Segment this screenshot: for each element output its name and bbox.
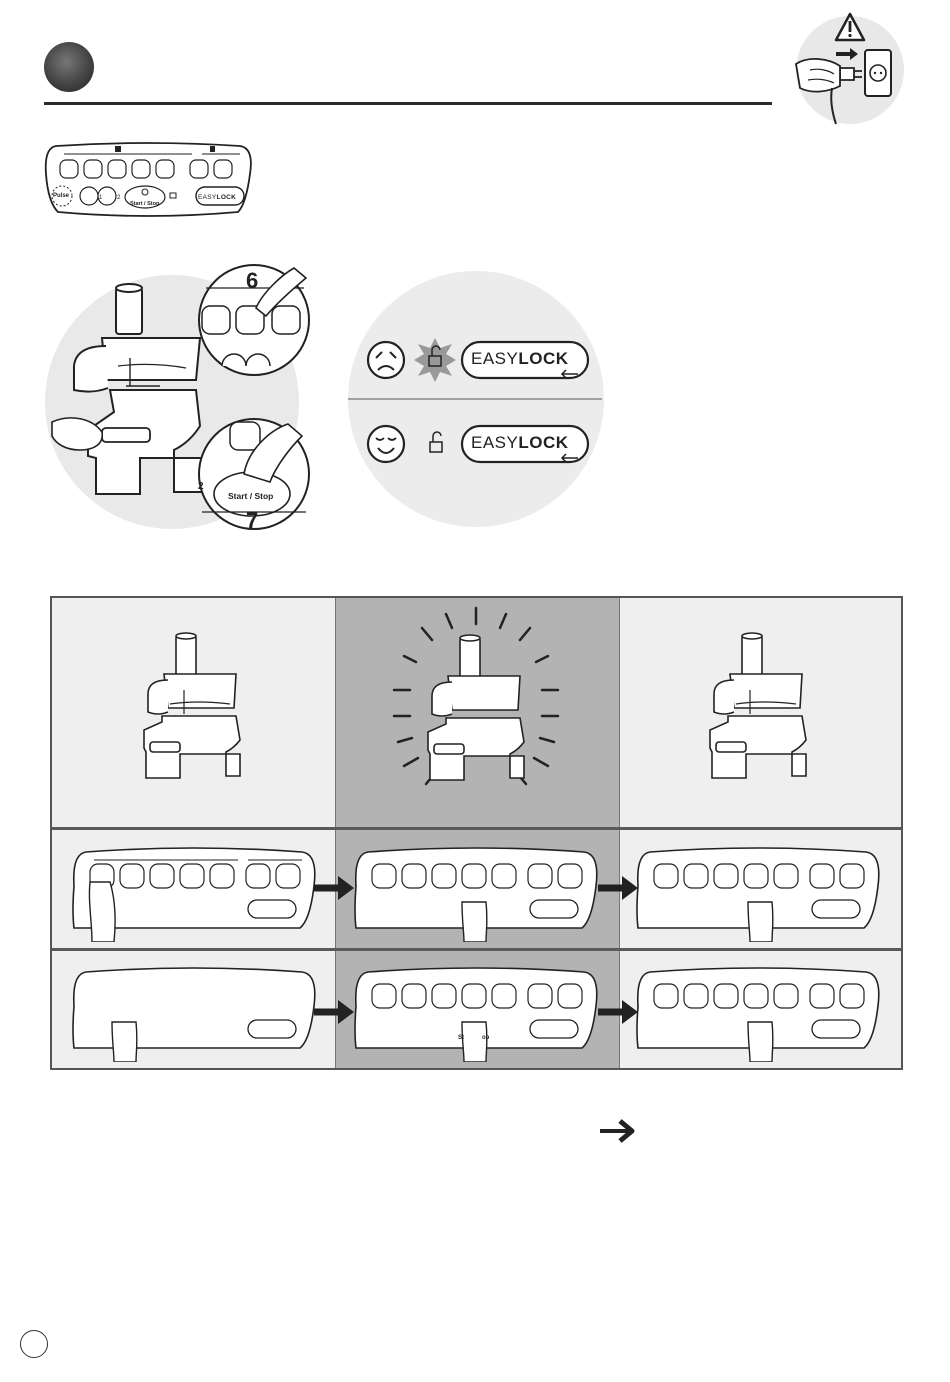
- arrow-right-icon: [598, 1116, 640, 1146]
- easylock-locked-label: EASYLOCK: [471, 349, 569, 369]
- row-divider-2: [52, 948, 901, 951]
- easylock-unlocked-label: EASYLOCK: [471, 433, 569, 453]
- seq-panel-r3c3: [634, 962, 882, 1062]
- seq-panel-r2c3: [634, 842, 882, 942]
- page-number-circle: [20, 1330, 48, 1358]
- seq-start-fragment: St: [458, 1035, 464, 1041]
- easylock-lock-text: LOCK: [217, 194, 237, 201]
- arrow-right-icon: [312, 998, 356, 1026]
- unlocked-easy-text: EASY: [471, 433, 518, 452]
- row-divider-1: [52, 827, 901, 830]
- processor-idle: [140, 630, 250, 780]
- closeup-start-stop: Start / Stop: [228, 491, 273, 501]
- seq-panel-r2c2: [352, 842, 600, 942]
- step-number-6: 6: [246, 268, 258, 294]
- arrow-right-icon: [312, 874, 356, 902]
- locked-lock-text: LOCK: [518, 349, 568, 368]
- header-rule: [44, 102, 772, 105]
- step-number-7: 7: [246, 508, 258, 534]
- locked-easy-text: EASY: [471, 349, 518, 368]
- unplug-warning-icon: [788, 8, 908, 126]
- unlocked-lock-text: LOCK: [518, 433, 568, 452]
- arrow-right-icon: [596, 998, 640, 1026]
- speed2-label: 2: [117, 195, 120, 201]
- seq-panel-r3c2: [352, 962, 600, 1062]
- pulse-label: Pulse: [53, 193, 69, 199]
- seq-panel-r3c1: [70, 962, 318, 1062]
- easylock-easy-text: EASY: [198, 194, 217, 201]
- seq-panel-r2c1: [70, 842, 318, 942]
- start-stop-label: Start / Stop: [130, 201, 159, 207]
- seq-stop-fragment: op: [482, 1035, 489, 1041]
- control-panel-diagram: [42, 140, 254, 224]
- section-bullet: [44, 42, 94, 92]
- arrow-right-icon: [596, 874, 640, 902]
- processor-vibrating: [386, 604, 566, 804]
- processor-running: [706, 630, 816, 780]
- easylock-status-illustration: [346, 268, 604, 530]
- speed1-label: 1: [99, 195, 102, 201]
- easylock-label: EASYLOCK: [198, 194, 236, 201]
- closeup-speed2: 2: [198, 481, 204, 492]
